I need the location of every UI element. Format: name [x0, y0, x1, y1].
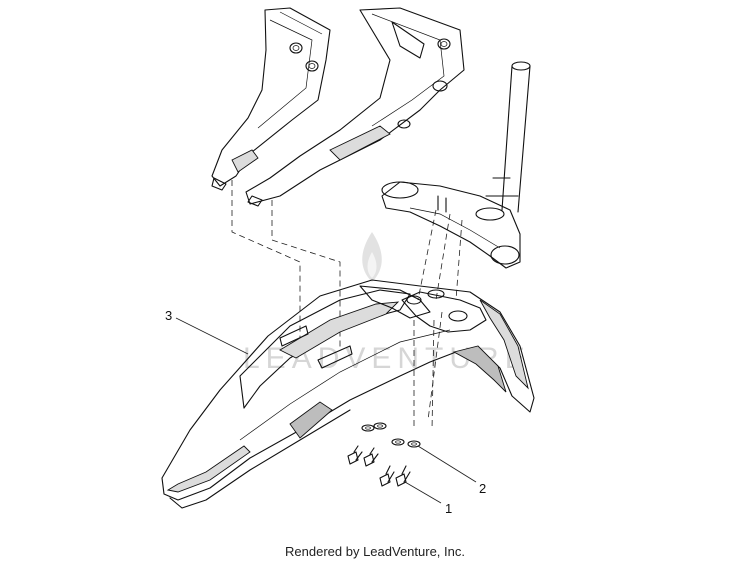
footer-credit: Rendered by LeadVenture, Inc. — [285, 544, 465, 559]
washer — [373, 422, 387, 430]
bolts — [347, 445, 411, 487]
bolt — [363, 447, 379, 467]
triple-clamp — [381, 181, 521, 269]
left-fork-leg — [211, 7, 331, 191]
washer — [391, 438, 405, 446]
callout-number-2: 2 — [479, 481, 486, 496]
bolt — [347, 445, 363, 465]
bolt — [395, 465, 411, 487]
alignment-lines — [231, 180, 463, 431]
bolt — [379, 465, 395, 487]
right-fork-leg — [245, 7, 465, 207]
washers — [361, 422, 421, 448]
front-fender — [161, 279, 535, 509]
washer — [407, 440, 421, 448]
callout-number-3: 3 — [165, 308, 172, 323]
callout-3: 3 — [165, 308, 249, 355]
callout-1: 1 — [404, 481, 452, 516]
callout-2: 2 — [417, 445, 486, 496]
steering-stem — [485, 61, 531, 213]
callout-number-1: 1 — [445, 501, 452, 516]
washer — [361, 424, 375, 432]
